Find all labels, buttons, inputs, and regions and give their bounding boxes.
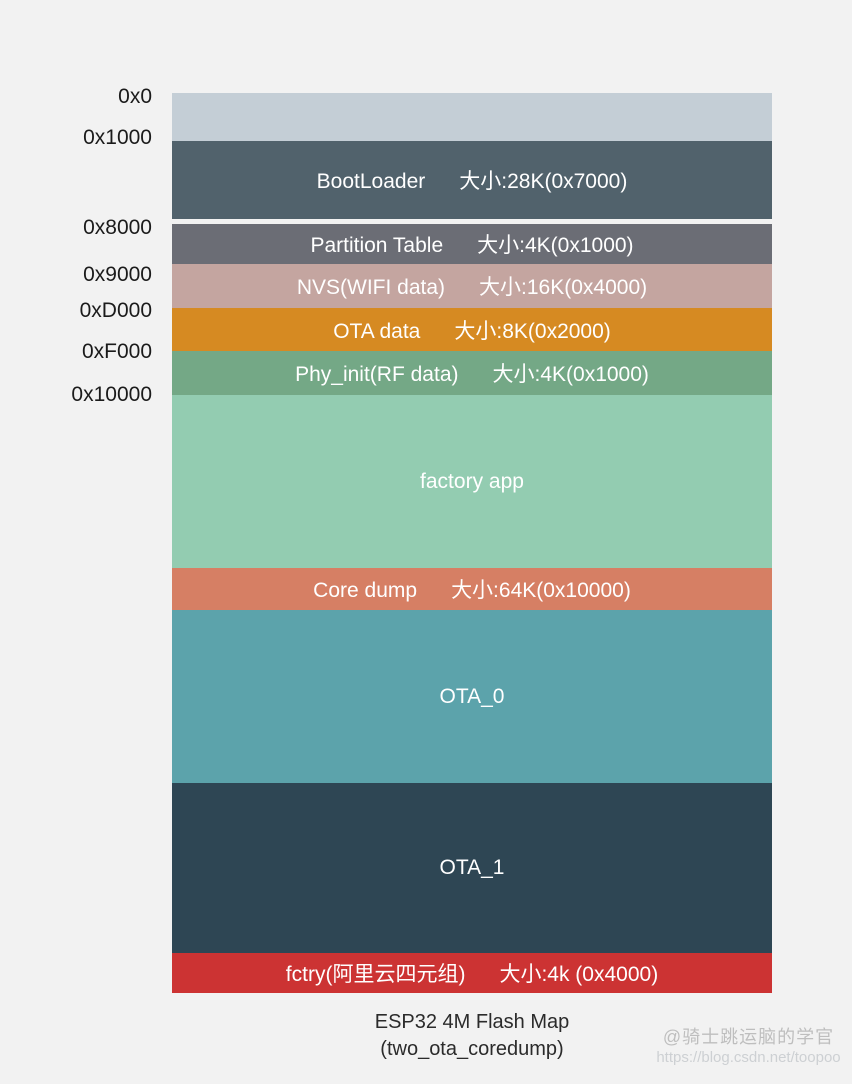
partition-name-partition-table: Partition Table — [310, 234, 444, 257]
partition-band-ota-0: OTA_0 — [172, 610, 772, 783]
address-gutter: 0x0 0x1000 0x8000 0x9000 0xD000 0xF000 0… — [0, 0, 160, 1084]
partition-band-bootloader: BootLoader 大小:28K(0x7000) — [172, 141, 772, 219]
partition-name-core-dump: Core dump — [313, 579, 418, 602]
partition-name-phy-init: Phy_init(RF data) — [295, 363, 459, 386]
address-label-0x8000: 0x8000 — [83, 216, 152, 239]
partition-name-fctry: fctry(阿里云四元组) — [285, 963, 466, 986]
partition-size-ota-data: 大小:8K(0x2000) — [454, 319, 611, 343]
partition-size-fctry: 大小:4k (0x4000) — [499, 963, 659, 986]
partition-band-ota-data: OTA data 大小:8K(0x2000) — [172, 308, 772, 351]
partition-size-core-dump: 大小:64K(0x10000) — [451, 579, 631, 602]
partition-size-phy-init: 大小:4K(0x1000) — [492, 363, 649, 386]
partition-name-nvs: NVS(WIFI data) — [296, 276, 446, 299]
partition-band-core-dump: Core dump 大小:64K(0x10000) — [172, 568, 772, 610]
address-label-0x0: 0x0 — [118, 85, 152, 108]
partition-band-ota-1: OTA_1 — [172, 783, 772, 953]
partition-name-bootloader: BootLoader — [316, 170, 426, 193]
partition-name-ota-0: OTA_0 — [439, 684, 505, 708]
partition-name-ota-data: OTA data — [333, 319, 421, 343]
address-label-0x10000: 0x10000 — [71, 383, 152, 406]
partition-band-phy-init: Phy_init(RF data) 大小:4K(0x1000) — [172, 351, 772, 395]
partition-size-nvs: 大小:16K(0x4000) — [479, 276, 648, 299]
partition-name-factory-app: factory app — [420, 469, 524, 493]
partition-size-bootloader: 大小:28K(0x7000) — [459, 170, 628, 193]
partition-band-nvs: NVS(WIFI data) 大小:16K(0x4000) — [172, 264, 772, 308]
diagram-caption: ESP32 4M Flash Map (two_ota_coredump) — [172, 1009, 772, 1063]
caption-title: ESP32 4M Flash Map — [374, 1011, 570, 1033]
address-label-0xF000: 0xF000 — [81, 340, 152, 363]
partition-size-partition-table: 大小:4K(0x1000) — [477, 234, 634, 257]
address-label-0x9000: 0x9000 — [83, 263, 152, 286]
address-label-0x1000: 0x1000 — [83, 126, 152, 149]
caption-subtitle: (two_ota_coredump) — [380, 1038, 564, 1060]
partition-band-reserved — [172, 93, 772, 141]
partition-band-partition-table: Partition Table 大小:4K(0x1000) — [172, 224, 772, 264]
address-label-0xD000: 0xD000 — [79, 299, 152, 322]
partition-band-factory-app: factory app — [172, 395, 772, 568]
partition-band-fctry: fctry(阿里云四元组) 大小:4k (0x4000) — [172, 953, 772, 993]
partition-name-ota-1: OTA_1 — [439, 856, 505, 879]
